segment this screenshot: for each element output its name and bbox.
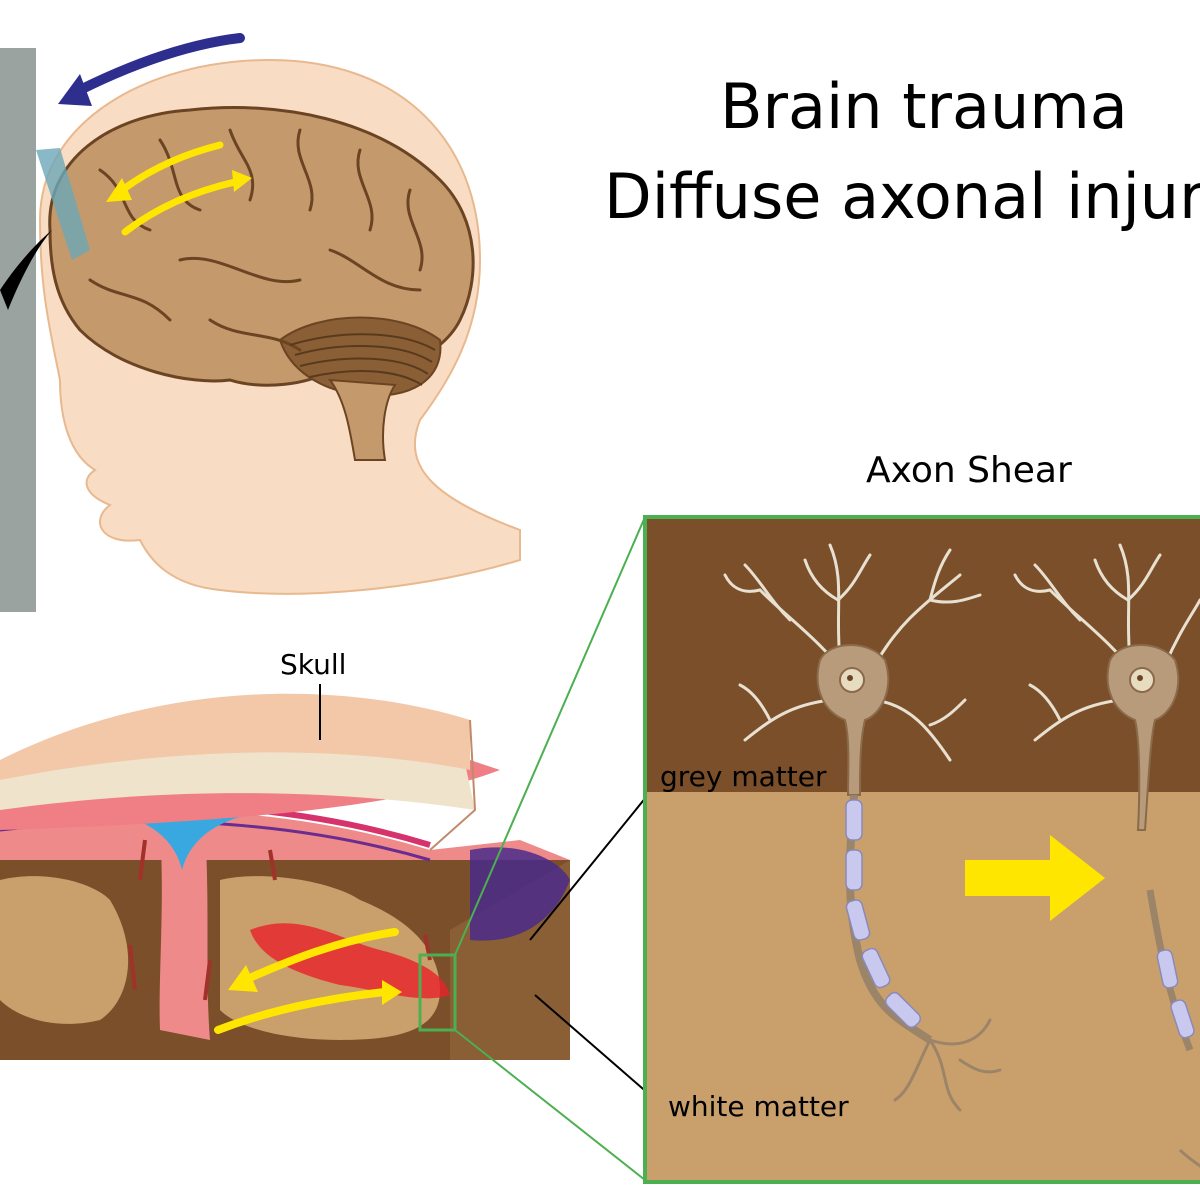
cerebellum-lines bbox=[289, 333, 436, 386]
wall bbox=[0, 48, 36, 612]
shear-direction-arrow bbox=[965, 835, 1105, 921]
grey-matter-leader bbox=[529, 779, 661, 941]
title-line-1: Brain trauma bbox=[720, 70, 1128, 143]
axon-shear-label: Axon Shear bbox=[866, 450, 1072, 491]
impact-wedge bbox=[36, 148, 90, 260]
title-line-2: Diffuse axonal injury bbox=[604, 160, 1200, 233]
focus-box bbox=[418, 953, 457, 1032]
neuron-intact bbox=[723, 543, 1002, 1112]
brain-yellow-arrows bbox=[106, 141, 252, 236]
impact-arrow bbox=[0, 230, 52, 310]
skull-label: Skull bbox=[280, 648, 347, 681]
neuron-sheared bbox=[1013, 543, 1200, 1168]
zoom-line-bottom bbox=[454, 1029, 646, 1181]
white-matter-label: white matter bbox=[668, 1090, 849, 1123]
zoom-line-top bbox=[454, 516, 646, 956]
cross-section bbox=[0, 693, 570, 1060]
blue-arrowhead bbox=[58, 74, 92, 106]
brain-folds bbox=[88, 128, 424, 352]
blue-motion-arrow bbox=[75, 33, 245, 95]
axon-panel bbox=[643, 515, 1200, 1184]
brain bbox=[48, 106, 475, 387]
grey-matter-label: grey matter bbox=[660, 760, 827, 793]
brain-stem bbox=[327, 378, 397, 461]
